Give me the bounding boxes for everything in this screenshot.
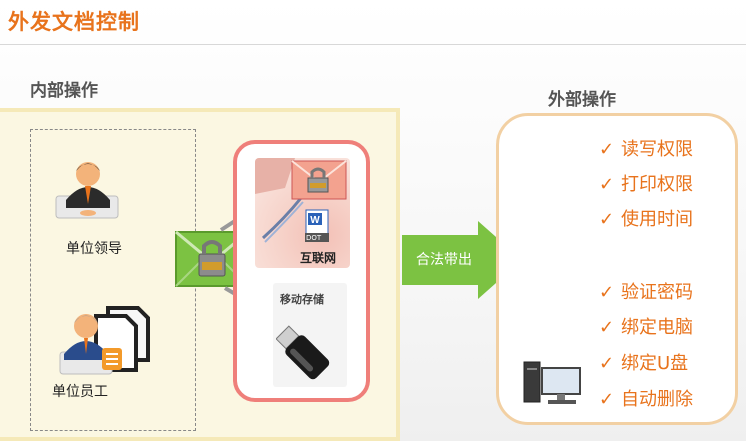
employee-icon [59,306,150,375]
leader-label: 单位领导 [66,241,122,257]
doc-badge: DOT [306,234,322,242]
permission-item: ✓打印权限 [599,174,693,195]
permission-item: ✓验证密码 [599,282,693,303]
page-title: 外发文档控制 [8,10,140,34]
leader-icon [55,162,119,219]
svg-text:W: W [310,215,320,226]
word-document-icon: W [305,209,329,242]
permission-item: ✓使用时间 [599,209,693,230]
check-icon: ✓ [599,353,615,374]
check-icon: ✓ [599,317,615,338]
storage-label: 移动存储 [280,293,324,306]
locked-document-mail-icon [291,160,347,200]
external-heading: 外部操作 [548,90,616,110]
computer-icon [523,361,581,404]
check-icon: ✓ [599,174,615,195]
check-icon: ✓ [599,389,615,410]
internal-heading: 内部操作 [30,81,98,101]
check-icon: ✓ [599,282,615,303]
internet-label: 互联网 [300,251,337,265]
permission-item: ✓绑定电脑 [599,317,693,338]
transfer-label: 合法带出 [416,252,472,268]
check-icon: ✓ [599,139,615,160]
permission-item: ✓读写权限 [599,139,693,160]
usb-drive-icon [276,325,330,380]
permission-item: ✓自动删除 [599,389,693,410]
check-icon: ✓ [599,209,615,230]
title-divider [0,44,746,45]
employee-label: 单位员工 [52,384,108,400]
transfer-arrow [402,221,522,299]
permission-item: ✓绑定U盘 [599,353,689,374]
